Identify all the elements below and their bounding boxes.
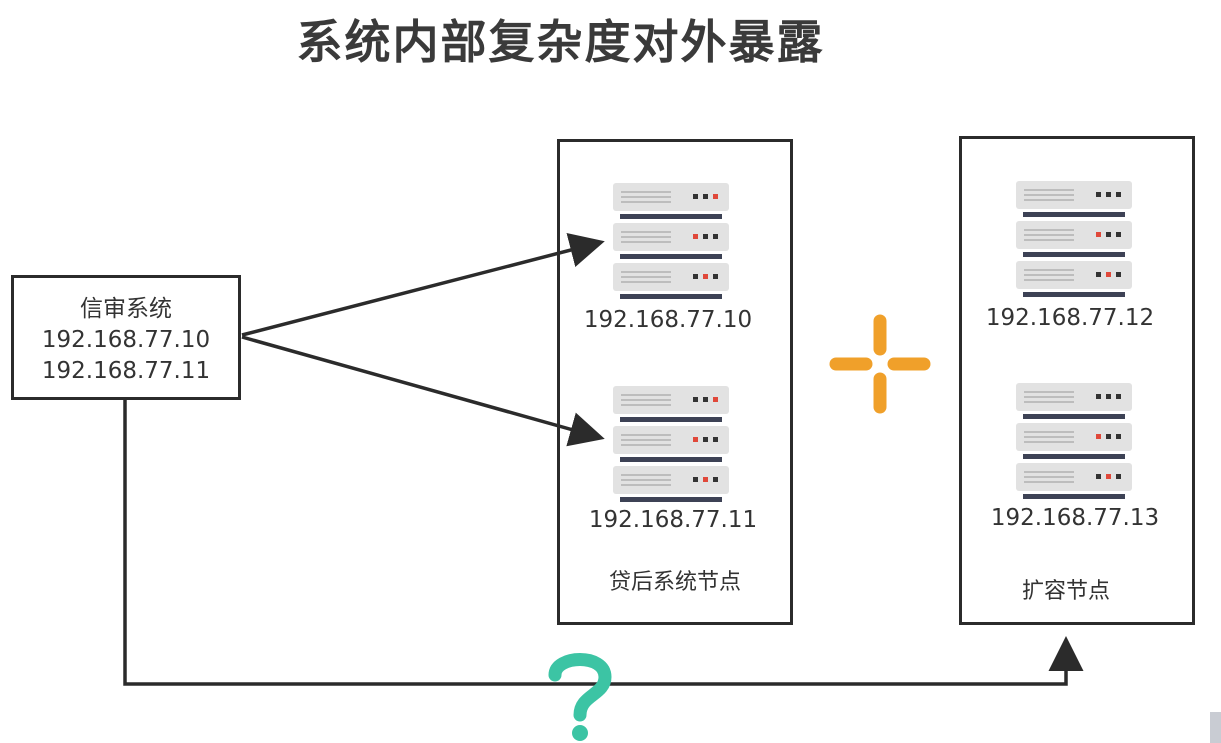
arrow-to-expansion — [123, 400, 1084, 686]
server-icon — [613, 386, 729, 502]
server-icon — [613, 183, 729, 299]
question-mark-icon — [548, 653, 612, 741]
server-ip-label: 192.168.77.12 — [985, 305, 1155, 331]
client-ip-2: 192.168.77.11 — [41, 358, 211, 384]
server-ip-label: 192.168.77.11 — [588, 507, 758, 533]
expansion-label: 扩容节点 — [1021, 579, 1110, 604]
expansion-nodes-box — [959, 136, 1195, 625]
server-ip-label: 192.168.77.10 — [583, 307, 753, 333]
arrow-to-server-1 — [241, 233, 605, 337]
scrollbar-thumb[interactable] — [1210, 712, 1221, 743]
plus-icon — [829, 314, 931, 414]
page-title: 系统内部复杂度对外暴露 — [296, 15, 825, 69]
client-system-box: 信审系统 192.168.77.10 192.168.77.11 — [11, 275, 241, 400]
client-ip-1: 192.168.77.10 — [41, 327, 211, 353]
post-loan-cluster-box — [557, 139, 793, 625]
server-ip-label: 192.168.77.13 — [990, 505, 1160, 531]
server-icon — [1016, 383, 1132, 499]
cluster-label: 贷后系统节点 — [608, 570, 741, 595]
client-name: 信审系统 — [80, 296, 172, 322]
server-icon — [1016, 181, 1132, 297]
arrow-to-server-2 — [241, 335, 605, 447]
